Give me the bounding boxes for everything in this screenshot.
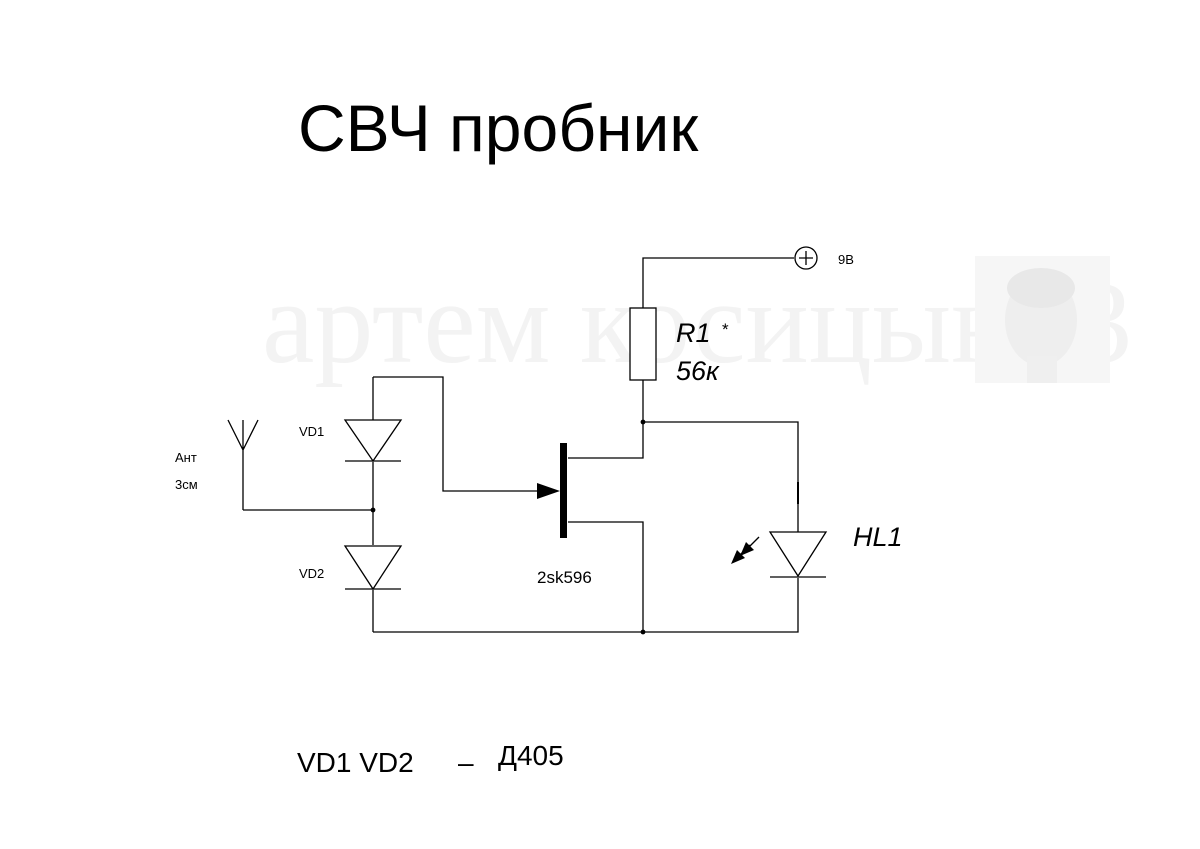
parts-note-part: Д405 [498,740,564,771]
author-photo [975,256,1110,383]
supply-label: 9В [838,252,854,267]
wire-diode-top [373,376,538,492]
wire-supply [642,257,794,422]
page-title: СВЧ пробник [298,91,699,165]
antenna-label: Ант [175,450,197,465]
author-photo-image [1005,268,1077,383]
diode-vd1 [343,419,403,463]
led-arrowhead-1 [731,550,745,564]
wire-drain [568,422,644,459]
led-ref-label: HL1 [853,522,903,552]
resistor-r1 [629,307,657,381]
diode-vd2 [343,545,403,591]
supply-plus-sign [799,251,813,265]
wire-source [568,521,644,632]
resistor-value-label: 56к [676,356,719,386]
transistor-gate-arrow [537,483,560,499]
junction-dot [370,507,376,513]
parts-note-diodes: VD1 VD2 [297,747,414,778]
vd2-label: VD2 [299,566,325,581]
antenna-length-label: 3см [175,477,198,492]
vd1-label: VD1 [299,424,325,439]
wire-drain-led [643,421,799,532]
transistor-part-label: 2sk596 [537,568,592,587]
junction-dot [640,419,646,425]
led-lead-mark [797,482,799,504]
wire-ground-rail [373,578,799,633]
resistor-mark: * [722,320,729,339]
led-arrowhead-2 [740,542,754,556]
led-hl1 [768,531,828,578]
antenna-symbol [227,419,259,510]
transistor-gate-bar [560,443,567,538]
supply-terminal [794,246,818,270]
resistor-ref-label: R1 [676,318,711,348]
parts-note-dash: – [458,747,474,778]
junction-dot [640,629,646,635]
